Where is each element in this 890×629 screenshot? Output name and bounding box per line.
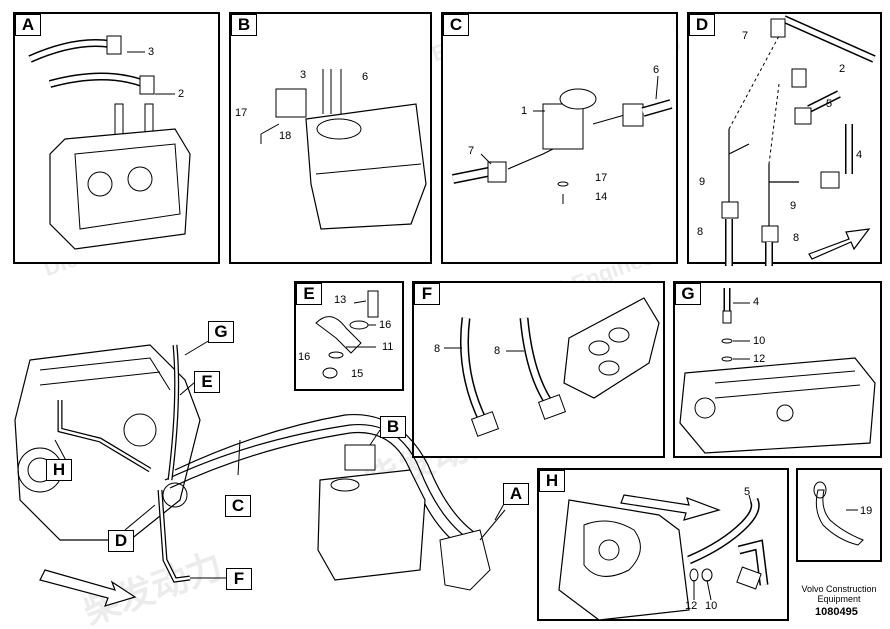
- panel-d-label: D: [689, 14, 715, 36]
- part-number: 10: [753, 335, 766, 347]
- callout-f: F: [226, 568, 252, 590]
- part-number: 2: [178, 88, 185, 100]
- part-number: 12: [685, 600, 698, 612]
- part-number: 1: [521, 105, 528, 117]
- panel-g: G 4 10 12: [673, 281, 882, 458]
- part-number: 6: [653, 64, 660, 76]
- part-number: 5: [826, 98, 833, 110]
- panel-a-label: A: [15, 14, 41, 36]
- document-number: 1080495: [815, 606, 858, 618]
- panel-c: C 6 1 7 17 14: [441, 12, 678, 264]
- part-number: 4: [856, 149, 863, 161]
- part-number: 14: [595, 191, 608, 203]
- part-number: 19: [860, 505, 873, 517]
- part-number: 3: [300, 69, 307, 81]
- panel-h-drawing: [558, 494, 769, 621]
- part-number: 18: [279, 130, 292, 142]
- part-number: 4: [753, 296, 760, 308]
- callout-b: B: [380, 416, 406, 438]
- part-number: 12: [753, 353, 766, 365]
- part-number: 8: [494, 345, 501, 357]
- watermark-cn: 柴发动力: [78, 544, 228, 629]
- panel-g-label: G: [675, 283, 701, 305]
- panel-d: D 7 2 5 9 9 4 8 8: [687, 12, 882, 266]
- part-number: 15: [351, 368, 364, 380]
- panel-clip: 19: [796, 468, 882, 562]
- panel-clip-drawing: [813, 481, 864, 546]
- panel-b-label: B: [231, 14, 257, 36]
- part-number: 8: [697, 226, 704, 238]
- footer-company: Volvo Construction Equipment: [796, 584, 882, 604]
- part-number: 8: [793, 232, 800, 244]
- footer-line2: Equipment: [817, 594, 861, 604]
- callout-d: D: [108, 530, 134, 552]
- part-number: 7: [468, 145, 475, 157]
- footer-line1: Volvo Construction: [801, 584, 877, 594]
- part-number: 13: [334, 294, 347, 306]
- callout-e: E: [194, 371, 220, 393]
- part-number: 8: [434, 343, 441, 355]
- panel-b-drawing: [260, 69, 427, 230]
- part-number: 3: [148, 46, 155, 58]
- callout-c: C: [225, 495, 251, 517]
- panel-f: F 8 8: [412, 281, 665, 458]
- panel-c-drawing: [452, 75, 673, 204]
- part-number: 6: [362, 71, 369, 83]
- callout-a: A: [503, 483, 529, 505]
- panel-h: H 5 12 10: [537, 468, 789, 621]
- panel-h-label: H: [539, 470, 565, 492]
- panel-a: A 3 2: [13, 12, 220, 264]
- panel-f-label: F: [414, 283, 440, 305]
- panel-f-drawing: [444, 297, 660, 437]
- panel-d-drawing: [721, 15, 876, 266]
- part-number: 5: [744, 486, 751, 498]
- panel-c-label: C: [443, 14, 469, 36]
- panel-a-drawing: [28, 35, 191, 250]
- part-number: 2: [839, 63, 846, 75]
- callout-g: G: [208, 321, 234, 343]
- part-number: 16: [379, 319, 392, 331]
- part-number: 16: [298, 351, 311, 363]
- part-number: 17: [595, 172, 608, 184]
- part-number: 7: [742, 30, 749, 42]
- part-number: 11: [382, 341, 394, 353]
- panel-b: B 3 6 17 18: [229, 12, 432, 264]
- part-number: 9: [699, 176, 706, 188]
- panel-e: E 13 16 11 16 15: [294, 281, 404, 391]
- part-number: 10: [705, 600, 718, 612]
- callout-h: H: [46, 459, 72, 481]
- panel-e-label: E: [296, 283, 322, 305]
- part-number: 17: [235, 107, 248, 119]
- part-number: 9: [790, 200, 797, 212]
- panel-g-drawing: [679, 288, 876, 454]
